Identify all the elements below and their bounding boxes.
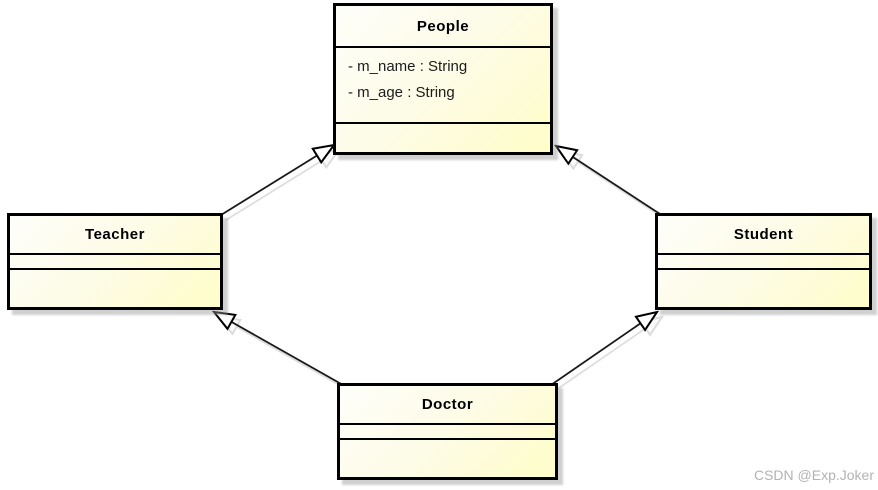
class-attributes-student — [658, 255, 869, 270]
generalization-teacher-to-people[interactable] — [220, 145, 334, 216]
generalization-student-to-people[interactable] — [556, 146, 661, 215]
class-methods-student — [658, 270, 869, 307]
csdn-watermark: CSDN @Exp.Joker — [753, 467, 874, 483]
attribute-m-name: - m_name : String — [348, 58, 468, 75]
class-box-doctor[interactable]: Doctor — [337, 383, 558, 480]
class-methods-people — [336, 124, 550, 152]
class-attributes-teacher — [10, 255, 220, 270]
edge-shadows — [219, 150, 666, 391]
class-methods-teacher — [10, 270, 220, 307]
generalization-doctor-to-student[interactable] — [550, 312, 657, 386]
class-title-student: Student — [658, 216, 869, 255]
attribute-m-age: - m_age : String — [348, 84, 455, 101]
class-title-doctor: Doctor — [340, 386, 555, 425]
class-attributes-doctor — [340, 425, 555, 440]
class-methods-doctor — [340, 440, 555, 477]
class-title-teacher: Teacher — [10, 216, 220, 255]
class-attributes-people: - m_name : String - m_age : String — [336, 48, 550, 124]
class-box-student[interactable]: Student — [655, 213, 872, 310]
class-box-teacher[interactable]: Teacher — [7, 213, 223, 310]
class-box-people[interactable]: People - m_name : String - m_age : Strin… — [333, 3, 553, 155]
class-title-people: People — [336, 6, 550, 48]
generalization-doctor-to-teacher[interactable] — [214, 312, 344, 386]
